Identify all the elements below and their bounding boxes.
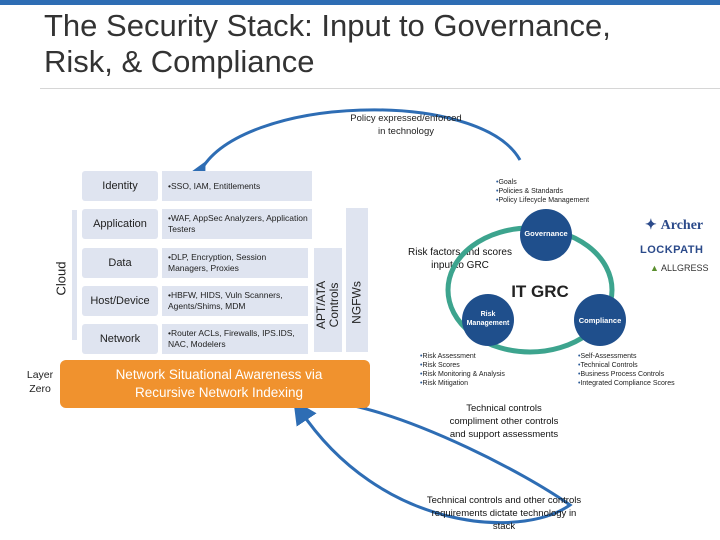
grc-center-label: IT GRC <box>511 282 569 301</box>
stack-desc-application: •WAF, AppSec Analyzers, Application Test… <box>162 209 312 239</box>
stack-desc-data: •DLP, Encryption, Session Managers, Prox… <box>162 248 308 278</box>
stack-desc-network: •Router ACLs, Firewalls, IPS.IDS, NAC, M… <box>162 324 308 354</box>
allgress-logo: ▲ ALLGRESS <box>650 263 709 273</box>
stack-label-host-device: Host/Device <box>82 286 158 316</box>
stack-desc-identity: •SSO, IAM, Entitlements <box>162 171 312 201</box>
tech-controls-note-2: Technical controls and other controls re… <box>426 495 582 532</box>
tech-controls-note-1: Technical controls compliment other cont… <box>449 403 559 440</box>
governance-circle <box>520 209 572 261</box>
stack-label-application: Application <box>82 209 158 239</box>
stack-desc-host-device: •HBFW, HIDS, Vuln Scanners, Agents/Shims… <box>162 286 308 316</box>
title-line-1: The Security Stack: Input to Governance, <box>44 8 611 43</box>
layer-zero-label: Layer Zero <box>26 369 54 395</box>
compliance-list: Self-Assessments Technical Controls Busi… <box>578 352 708 388</box>
policy-note: Policy expressed/enforced in technology <box>350 113 462 137</box>
slide-title: The Security Stack: Input to Governance,… <box>44 8 704 80</box>
situational-awareness-text: Network Situational Awareness via Recurs… <box>115 367 323 400</box>
stack-label-data: Data <box>82 248 158 278</box>
archer-mark-icon: ✦ <box>645 216 657 232</box>
ngfw-label: NGFWs <box>349 281 364 324</box>
ngfw-box <box>346 208 368 352</box>
compliance-circle <box>574 294 626 346</box>
cloud-label: Cloud <box>53 261 69 296</box>
lockpath-logo: LOCKPATH <box>640 244 704 256</box>
cloud-bracket <box>72 210 77 340</box>
title-divider <box>40 88 720 89</box>
stack-label-identity: Identity <box>82 171 158 201</box>
apt-ata-box <box>314 248 342 352</box>
risk-label: Risk Management <box>466 311 510 327</box>
governance-label: Governance <box>524 229 568 238</box>
situational-awareness-bar <box>60 360 370 408</box>
allgress-mark-icon: ▲ <box>650 263 659 273</box>
risk-factors-note: Risk factors and scores input to GRC <box>408 247 512 271</box>
feedback-arc-arrow <box>293 400 573 525</box>
risk-circle <box>462 294 514 346</box>
stack-label-network: Network <box>82 324 158 354</box>
archer-logo: ✦ Archer <box>645 216 704 233</box>
governance-list: Goals Policies & Standards Policy Lifecy… <box>496 178 646 205</box>
compliance-label: Compliance <box>578 316 622 325</box>
risk-list: Risk Assessment Risk Scores Risk Monitor… <box>420 352 540 388</box>
title-line-2: Risk, & Compliance <box>44 44 315 79</box>
policy-arc-arrow <box>183 108 522 189</box>
top-accent-bar <box>0 0 720 5</box>
